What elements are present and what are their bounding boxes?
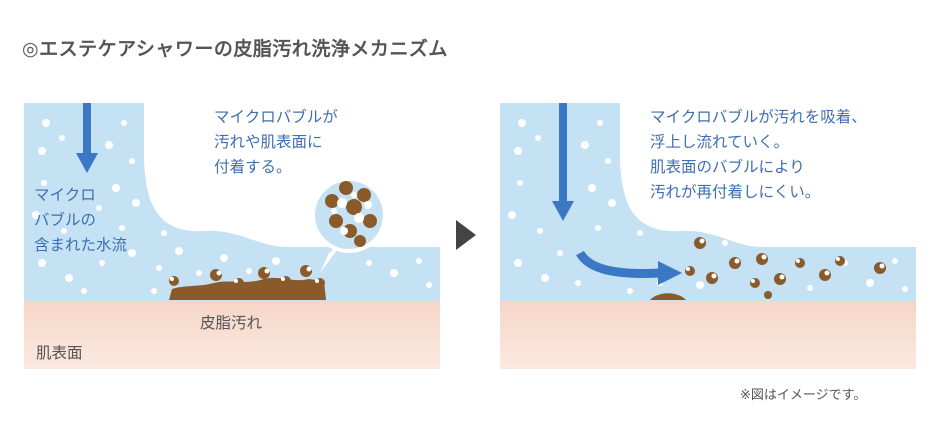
- bubble-callout-text: マイクロバブルが 汚れや肌表面に 付着する。: [214, 108, 338, 176]
- micro-bubbles: [508, 119, 908, 294]
- step-arrow-icon: [456, 220, 476, 250]
- skin-surface: [500, 301, 916, 369]
- flow-arrow-right: [576, 250, 682, 285]
- flow-arrow: [76, 103, 98, 173]
- right-description: マイクロバブルが汚れを吸着、 浮上し流れていく。 肌表面のバブルにより 汚れが再…: [650, 108, 867, 201]
- right-diagram-panel: マイクロバブルが汚れを吸着、 浮上し流れていく。 肌表面のバブルにより 汚れが再…: [500, 103, 916, 369]
- image-note: ※図はイメージです。: [740, 388, 867, 403]
- dirt-label: 皮脂汚れ: [200, 314, 263, 332]
- zoom-callout: [311, 177, 387, 273]
- floating-dirt-particles: [685, 237, 886, 299]
- sebum-dirt: [650, 293, 686, 300]
- water-stream: [24, 103, 440, 301]
- flow-arrow-down: [552, 103, 574, 221]
- left-diagram-panel: マイクロバブルが 汚れや肌表面に 付着する。 マイクロ バブルの 含まれた水流 …: [24, 103, 440, 369]
- micro-bubbles: [32, 119, 432, 294]
- skin-label: 肌表面: [36, 344, 83, 362]
- left-diagram-graphic: [24, 103, 440, 369]
- water-label: マイクロ バブルの 含まれた水流: [34, 186, 128, 254]
- dirt-particles: [169, 265, 325, 288]
- skin-surface: [24, 301, 440, 369]
- page-title: ◎エステケアシャワーの皮脂汚れ洗浄メカニズム: [22, 38, 448, 60]
- water-stream: [500, 103, 916, 301]
- right-diagram-graphic: [500, 103, 916, 369]
